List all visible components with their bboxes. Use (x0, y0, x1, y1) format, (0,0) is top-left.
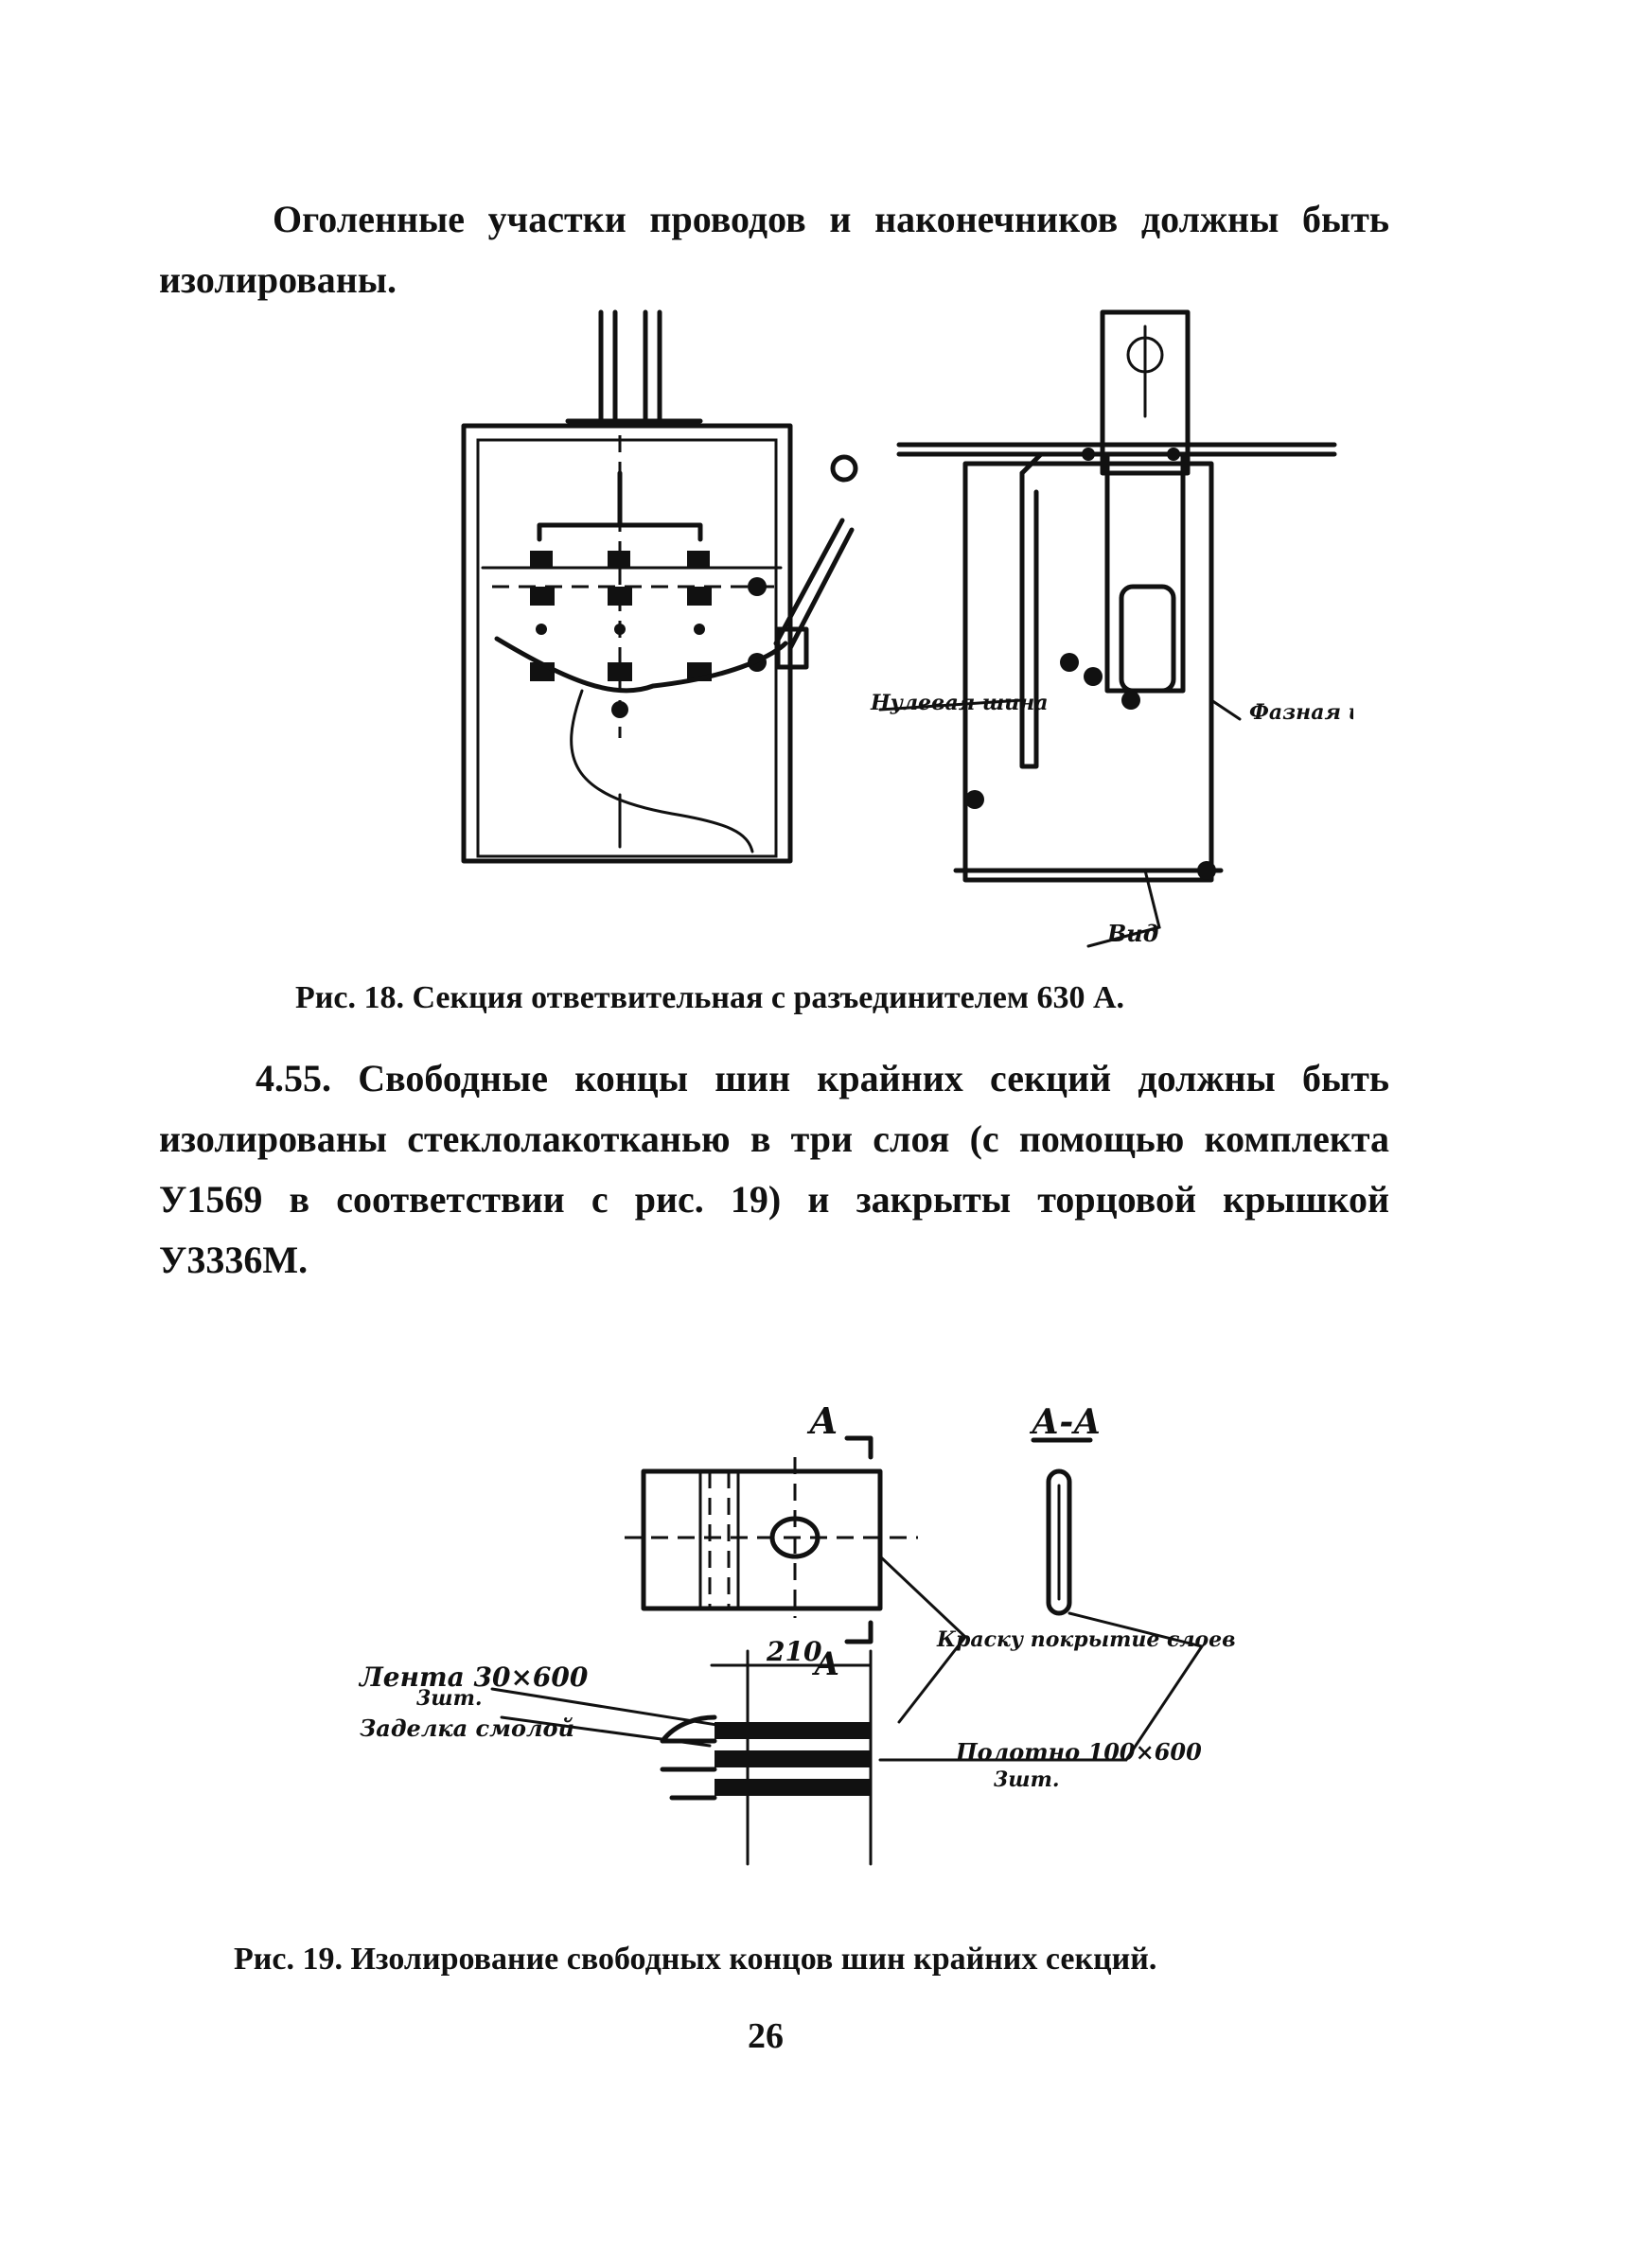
paragraph-line: 4.55. Свободные концы шин крайних секций… (256, 1057, 1389, 1099)
paragraph-line: У1569 в соответствии с рис. 19) и закрыт… (159, 1178, 1389, 1221)
figure-18-caption: Рис. 18. Секция ответвительная с разъеди… (295, 980, 1125, 1015)
fig19-side-view: 210 Лента 30×600 3шт. Заделка смолой Кра… (358, 1555, 1236, 1866)
fig19-sealant-note: Краску покрытие слоев (936, 1627, 1236, 1652)
fig19-fabric-line1: Полотно 100×600 (955, 1738, 1202, 1766)
fig19-tape-line1: Лента 30×600 (358, 1661, 589, 1693)
paragraph-line: изолированы. (159, 258, 397, 301)
paragraph-4-55: 4.55. Свободные концы шин крайних секций… (159, 1048, 1389, 1291)
figure-19-drawing: А А А-А 210 Лента 30×600 3шт. Заделка см… (358, 1399, 1236, 1866)
fig19-edge-wrap: Заделка смолой (360, 1714, 574, 1742)
fig19-tape-line2: 3шт. (416, 1686, 483, 1711)
fig18-left-note: Нулевая шина (870, 691, 1048, 715)
paragraph-insulation-note: Оголенные участки проводов и наконечнико… (159, 189, 1389, 310)
figure-18-drawing: Нулевая шина Фазная шина Вид (461, 309, 1353, 948)
fig19-dimension: 210 (766, 1636, 822, 1667)
fig19-plan-view: А А (625, 1399, 918, 1683)
page-number: 26 (748, 2016, 784, 2056)
fig18-bottom-note: Вид (1106, 920, 1158, 947)
fig19-section-mark-top: А (806, 1399, 838, 1442)
fig18-left-view (461, 309, 858, 864)
fig18-right-view: Нулевая шина Фазная шина Вид (870, 309, 1353, 948)
paragraph-line: Оголенные участки проводов и наконечнико… (273, 198, 1389, 240)
paragraph-line: изолированы стеклолакотканью в три слоя … (159, 1117, 1389, 1160)
figure-19-caption: Рис. 19. Изолирование свободных концов ш… (234, 1942, 1157, 1977)
fig18-right-note: Фазная шина (1249, 700, 1353, 725)
fig19-section-view: А-А (1029, 1402, 1102, 1616)
paragraph-line: У3336М. (159, 1239, 309, 1281)
fig19-fabric-line2: 3шт. (994, 1767, 1060, 1792)
fig19-section-view-title: А-А (1029, 1402, 1102, 1442)
